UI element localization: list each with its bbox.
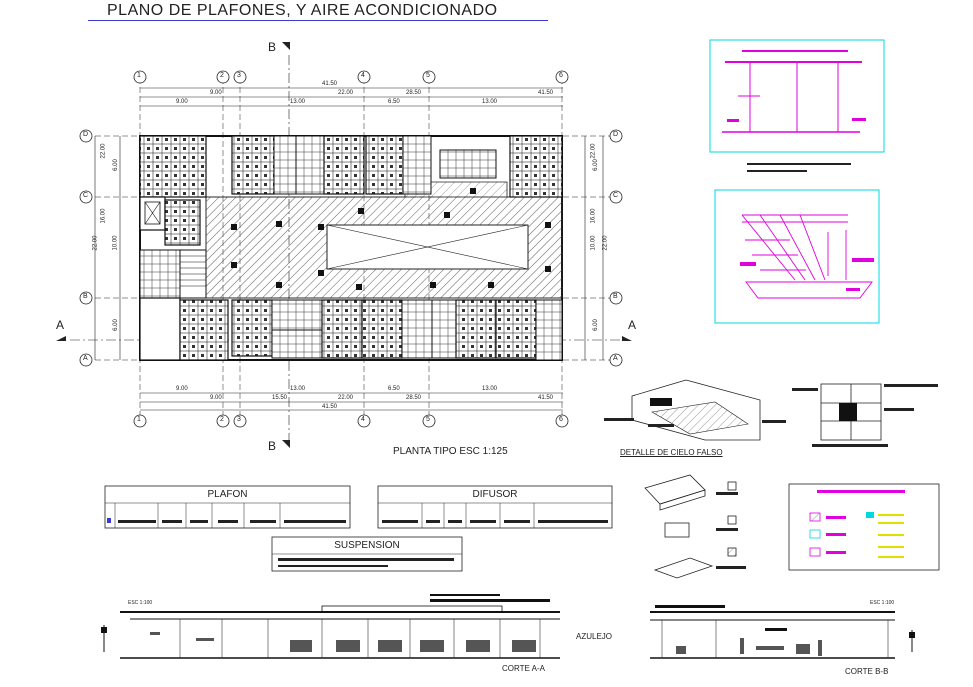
dim-bottom-total: 41.50 (322, 404, 338, 410)
grid-label: 2 (220, 72, 224, 79)
grid-label: C (613, 192, 619, 199)
table-plafon (104, 485, 351, 529)
grid-label: B (83, 293, 88, 300)
dim-right: 16.00 (590, 208, 597, 224)
grid-label: 1 (137, 72, 141, 79)
grid-label: 5 (426, 416, 430, 423)
grid-label: D (613, 131, 619, 138)
grid-label: 3 (237, 416, 241, 423)
detail-note-2 (747, 170, 807, 172)
dim-top: 13.00 (482, 99, 498, 105)
dim-right: 6.00 (592, 159, 599, 171)
dim-right: 22.00 (590, 143, 597, 159)
table-difusor (377, 485, 613, 529)
dim-bottom: 9.00 (176, 386, 188, 392)
table-plafon-header: PLAFON (207, 489, 248, 500)
section-a-a (101, 594, 560, 659)
grid-label: 4 (361, 72, 365, 79)
section-a-caption: CORTE A-A (502, 664, 545, 673)
dim-left: 22.00 (100, 143, 107, 159)
dim-bottom: 28.50 (406, 395, 422, 401)
drawing-title: PLANO DE PLAFONES, Y AIRE ACONDICIONADO (107, 2, 498, 19)
section-b-b (650, 605, 915, 659)
azulejo-label: AZULEJO (576, 632, 613, 641)
dim-bottom: 13.00 (482, 386, 498, 392)
grid-label: A (83, 355, 88, 362)
section-mark-a-right: A (628, 318, 637, 332)
grid-label: 3 (237, 72, 241, 79)
grid-label: 4 (361, 416, 365, 423)
dim-top: 41.50 (538, 90, 554, 96)
dim-left: 6.00 (112, 159, 119, 171)
grid-label: A (613, 355, 618, 362)
grid-label: 5 (426, 72, 430, 79)
dim-top: 22.00 (338, 90, 354, 96)
table-suspension (271, 536, 463, 572)
table-suspension-header: SUSPENSION (334, 540, 400, 551)
dim-left: 22.00 (92, 235, 99, 251)
section-arrow-a-left (56, 336, 66, 341)
table-difusor-header: DIFUSOR (472, 489, 518, 500)
grid-label: 6 (559, 72, 563, 79)
dim-right: 22.00 (602, 235, 609, 251)
section-mark-b-bottom: B (268, 439, 277, 453)
dim-bottom: 41.50 (538, 395, 554, 401)
detail-ceiling-isometric (714, 189, 880, 324)
detail-caption: DETALLE DE CIELO FALSO (620, 448, 723, 457)
dim-top: 28.50 (406, 90, 422, 96)
dim-left: 16.00 (100, 208, 107, 224)
grid-label: 1 (137, 416, 141, 423)
dim-bottom: 15.50 (272, 395, 288, 401)
section-arrow-a-right (622, 336, 632, 341)
dim-bottom: 13.00 (290, 386, 306, 392)
dim-right: 6.00 (592, 319, 599, 331)
section-b-scale: ESC 1:100 (870, 600, 895, 606)
grid-label: D (83, 131, 89, 138)
grid-label: 6 (559, 416, 563, 423)
dim-left: 6.00 (112, 319, 119, 331)
title-underline (88, 20, 548, 21)
dim-bottom: 22.00 (338, 395, 354, 401)
section-a-scale: ESC 1:100 (128, 600, 153, 606)
dim-top-total: 41.50 (322, 81, 338, 87)
section-arrow-b-bottom (282, 440, 290, 448)
section-mark-b-top: B (268, 40, 277, 54)
section-arrow-b-top (282, 42, 290, 50)
dim-left: 10.00 (112, 235, 119, 251)
ceiling-plan (56, 42, 632, 448)
plan-caption: PLANTA TIPO ESC 1:125 (393, 446, 508, 457)
detail-false-ceiling (604, 379, 938, 447)
color-legend (788, 483, 940, 571)
section-mark-a-left: A (56, 318, 65, 332)
dim-top: 6.50 (388, 99, 400, 105)
dim-top: 9.00 (210, 90, 222, 96)
dim-top: 9.00 (176, 99, 188, 105)
grid-label: C (83, 192, 89, 199)
detail-suspension-elevation (709, 39, 885, 153)
dim-bottom: 6.50 (388, 386, 400, 392)
grid-label: 2 (220, 416, 224, 423)
section-b-caption: CORTE B-B (845, 667, 889, 676)
dim-bottom: 9.00 (210, 395, 222, 401)
diffuser-details (644, 474, 746, 579)
detail-note-1 (747, 163, 851, 165)
dim-right: 10.00 (590, 235, 597, 251)
dim-top: 13.00 (290, 99, 306, 105)
grid-label: B (613, 293, 618, 300)
